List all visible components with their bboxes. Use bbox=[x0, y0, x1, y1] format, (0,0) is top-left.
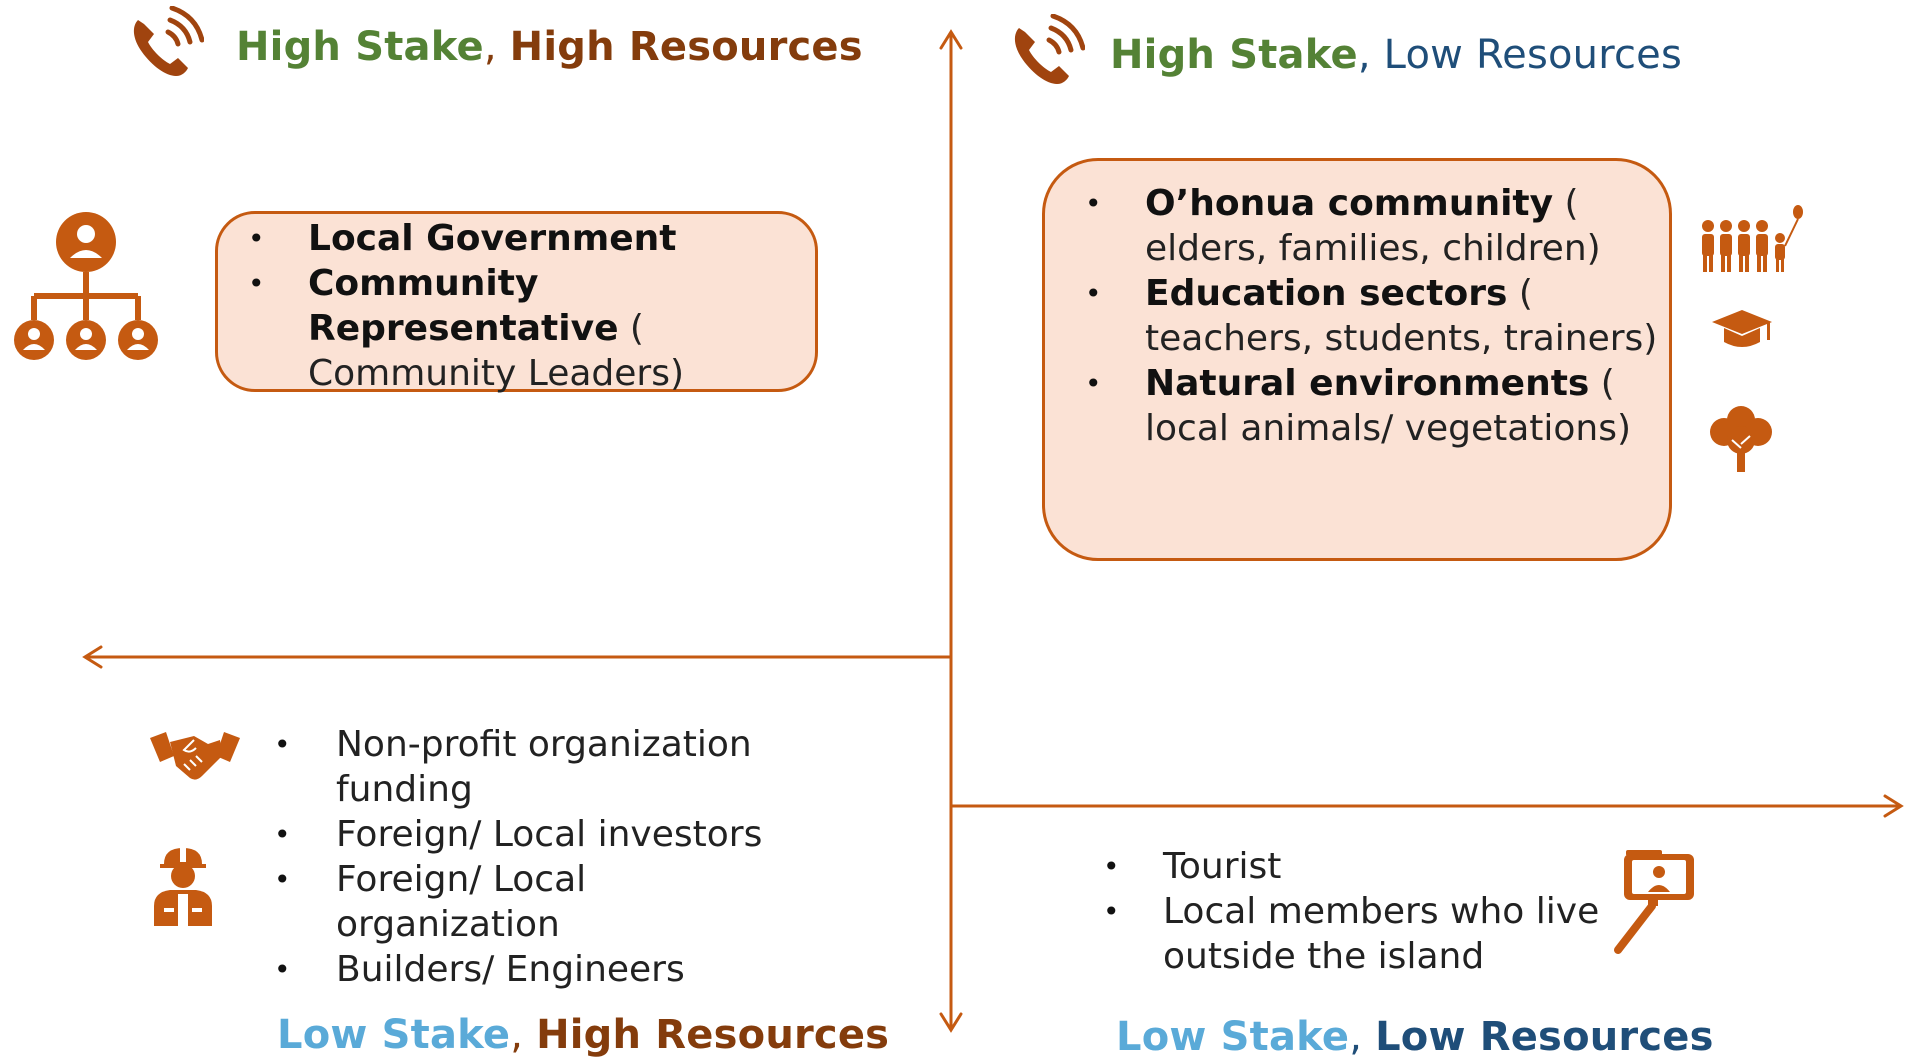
org-chart-icon bbox=[10, 212, 162, 364]
bottom-right-title: Low Stake, Low Resources bbox=[1116, 1014, 1714, 1060]
top-right-title: High Stake, Low Resources bbox=[1110, 32, 1683, 78]
handshake-icon bbox=[150, 730, 240, 786]
list-item: •Natural environments ( local animals/ v… bbox=[1085, 363, 1632, 449]
top-left-title-resources: High Resources bbox=[509, 24, 863, 70]
list-item: •Non-profit organization funding bbox=[274, 724, 752, 810]
bottom-left-list: •Non-profit organization funding •Foreig… bbox=[274, 722, 806, 992]
list-item: •Education sectors ( teachers, students,… bbox=[1085, 273, 1658, 359]
top-left-list: •Local Government •Community Representat… bbox=[248, 216, 808, 396]
vertical-axis-arrow-down bbox=[939, 1012, 963, 1033]
vertical-axis-arrow-up bbox=[939, 29, 963, 50]
bottom-right-title-resources: Low Resources bbox=[1375, 1014, 1714, 1060]
bottom-left-title-resources: High Resources bbox=[536, 1012, 890, 1058]
right-axis-arrow bbox=[1883, 794, 1904, 818]
top-right-title-stake: High Stake bbox=[1110, 32, 1358, 78]
bottom-left-title: Low Stake, High Resources bbox=[277, 1012, 890, 1058]
left-axis-arrow bbox=[82, 645, 103, 669]
bottom-right-title-stake: Low Stake bbox=[1116, 1014, 1350, 1060]
top-right-list: •O’honua community ( elders, families, c… bbox=[1085, 181, 1665, 451]
top-right-box: •O’honua community ( elders, families, c… bbox=[1042, 158, 1672, 561]
phone-icon bbox=[1005, 14, 1085, 90]
bottom-left-title-stake: Low Stake bbox=[277, 1012, 511, 1058]
list-item: •Local Government bbox=[248, 218, 677, 259]
worker-icon bbox=[150, 844, 216, 926]
list-item: •Foreign/ Local organization bbox=[274, 859, 587, 945]
list-item: •Tourist bbox=[1103, 846, 1282, 887]
top-left-title: High Stake, High Resources bbox=[236, 24, 863, 70]
selfie-stick-icon bbox=[1612, 848, 1704, 956]
list-item: •O’honua community ( elders, families, c… bbox=[1085, 183, 1601, 269]
list-item: •Local members who live outside the isla… bbox=[1103, 891, 1600, 977]
bottom-right-list: •Tourist •Local members who live outside… bbox=[1103, 844, 1623, 979]
phone-icon bbox=[124, 6, 204, 82]
top-right-title-resources: Low Resources bbox=[1383, 32, 1683, 78]
list-item: •Foreign/ Local investors bbox=[274, 814, 763, 855]
top-left-title-stake: High Stake bbox=[236, 24, 484, 70]
list-item: •Builders/ Engineers bbox=[274, 949, 685, 990]
list-item: •Community Representative ( Community Le… bbox=[248, 263, 685, 394]
tree-icon bbox=[1708, 404, 1774, 472]
graduation-cap-icon bbox=[1710, 308, 1774, 352]
family-icon bbox=[1698, 204, 1804, 274]
top-left-box: •Local Government •Community Representat… bbox=[215, 211, 818, 394]
